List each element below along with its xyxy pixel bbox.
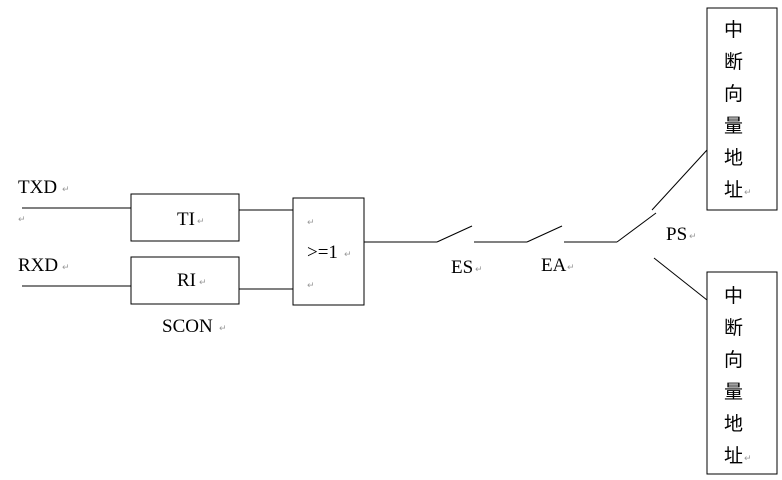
rxd-label: RXD [18, 255, 58, 276]
vector-char-top-4: 地 [724, 147, 743, 169]
vector-address-box-top [706, 7, 778, 211]
or-gate-box [292, 197, 365, 306]
vector-address-box-bottom [706, 271, 778, 475]
or-gate-label-paragraph-mark: ↵ [344, 250, 352, 260]
es-paragraph-mark: ↵ [475, 265, 483, 275]
vector-top-paragraph-mark: ↵ [744, 188, 752, 198]
vector-char-top-5: 址 [724, 179, 743, 201]
vector-char-bottom-2: 向 [724, 349, 743, 371]
ps-switch-blade [616, 212, 657, 243]
ri-paragraph-mark: ↵ [199, 278, 207, 288]
ti-flag-box [130, 193, 240, 242]
vector-char-bottom-0: 中 [724, 285, 743, 307]
txd-paragraph-mark: ↵ [62, 185, 70, 195]
scon-paragraph-mark: ↵ [219, 324, 227, 334]
vector-char-bottom-3: 量 [724, 381, 743, 403]
or-gate-bottom-paragraph-mark: ↵ [307, 281, 315, 291]
vector-bottom-paragraph-mark: ↵ [744, 454, 752, 464]
ea-paragraph-mark: ↵ [567, 263, 575, 273]
vector-char-top-3: 量 [724, 115, 743, 137]
vector-char-top-2: 向 [724, 83, 743, 105]
vector-char-bottom-1: 断 [724, 317, 743, 339]
vector-address-text-top: 中 断 向 量 地 址 ↵ [724, 19, 752, 201]
txd-label: TXD [18, 177, 57, 198]
vector-char-bottom-5: 址 [724, 445, 743, 467]
txd-line-paragraph-mark: ↵ [18, 215, 26, 225]
es-switch-blade [436, 225, 473, 243]
ea-switch-blade [526, 225, 563, 243]
vector-char-top-0: 中 [724, 19, 743, 41]
ps-switch-label: PS [666, 224, 687, 245]
rxd-paragraph-mark: ↵ [62, 263, 70, 273]
scon-label: SCON [162, 316, 213, 337]
ti-flag-label: TI [177, 209, 195, 230]
or-gate-label: >=1 [307, 242, 338, 263]
ps-to-low-vector-line [653, 257, 708, 301]
ri-flag-box [130, 256, 240, 305]
vector-char-top-1: 断 [724, 51, 743, 73]
vector-char-bottom-4: 地 [724, 413, 743, 435]
or-gate-top-paragraph-mark: ↵ [307, 218, 315, 228]
es-switch-label: ES [451, 257, 473, 278]
ea-switch-label: EA [541, 255, 567, 276]
vector-address-text-bottom: 中 断 向 量 地 址 ↵ [724, 285, 752, 467]
ti-paragraph-mark: ↵ [197, 217, 205, 227]
ps-paragraph-mark: ↵ [689, 232, 697, 242]
ri-flag-label: RI [177, 270, 196, 291]
ps-to-high-vector-line [651, 149, 708, 211]
